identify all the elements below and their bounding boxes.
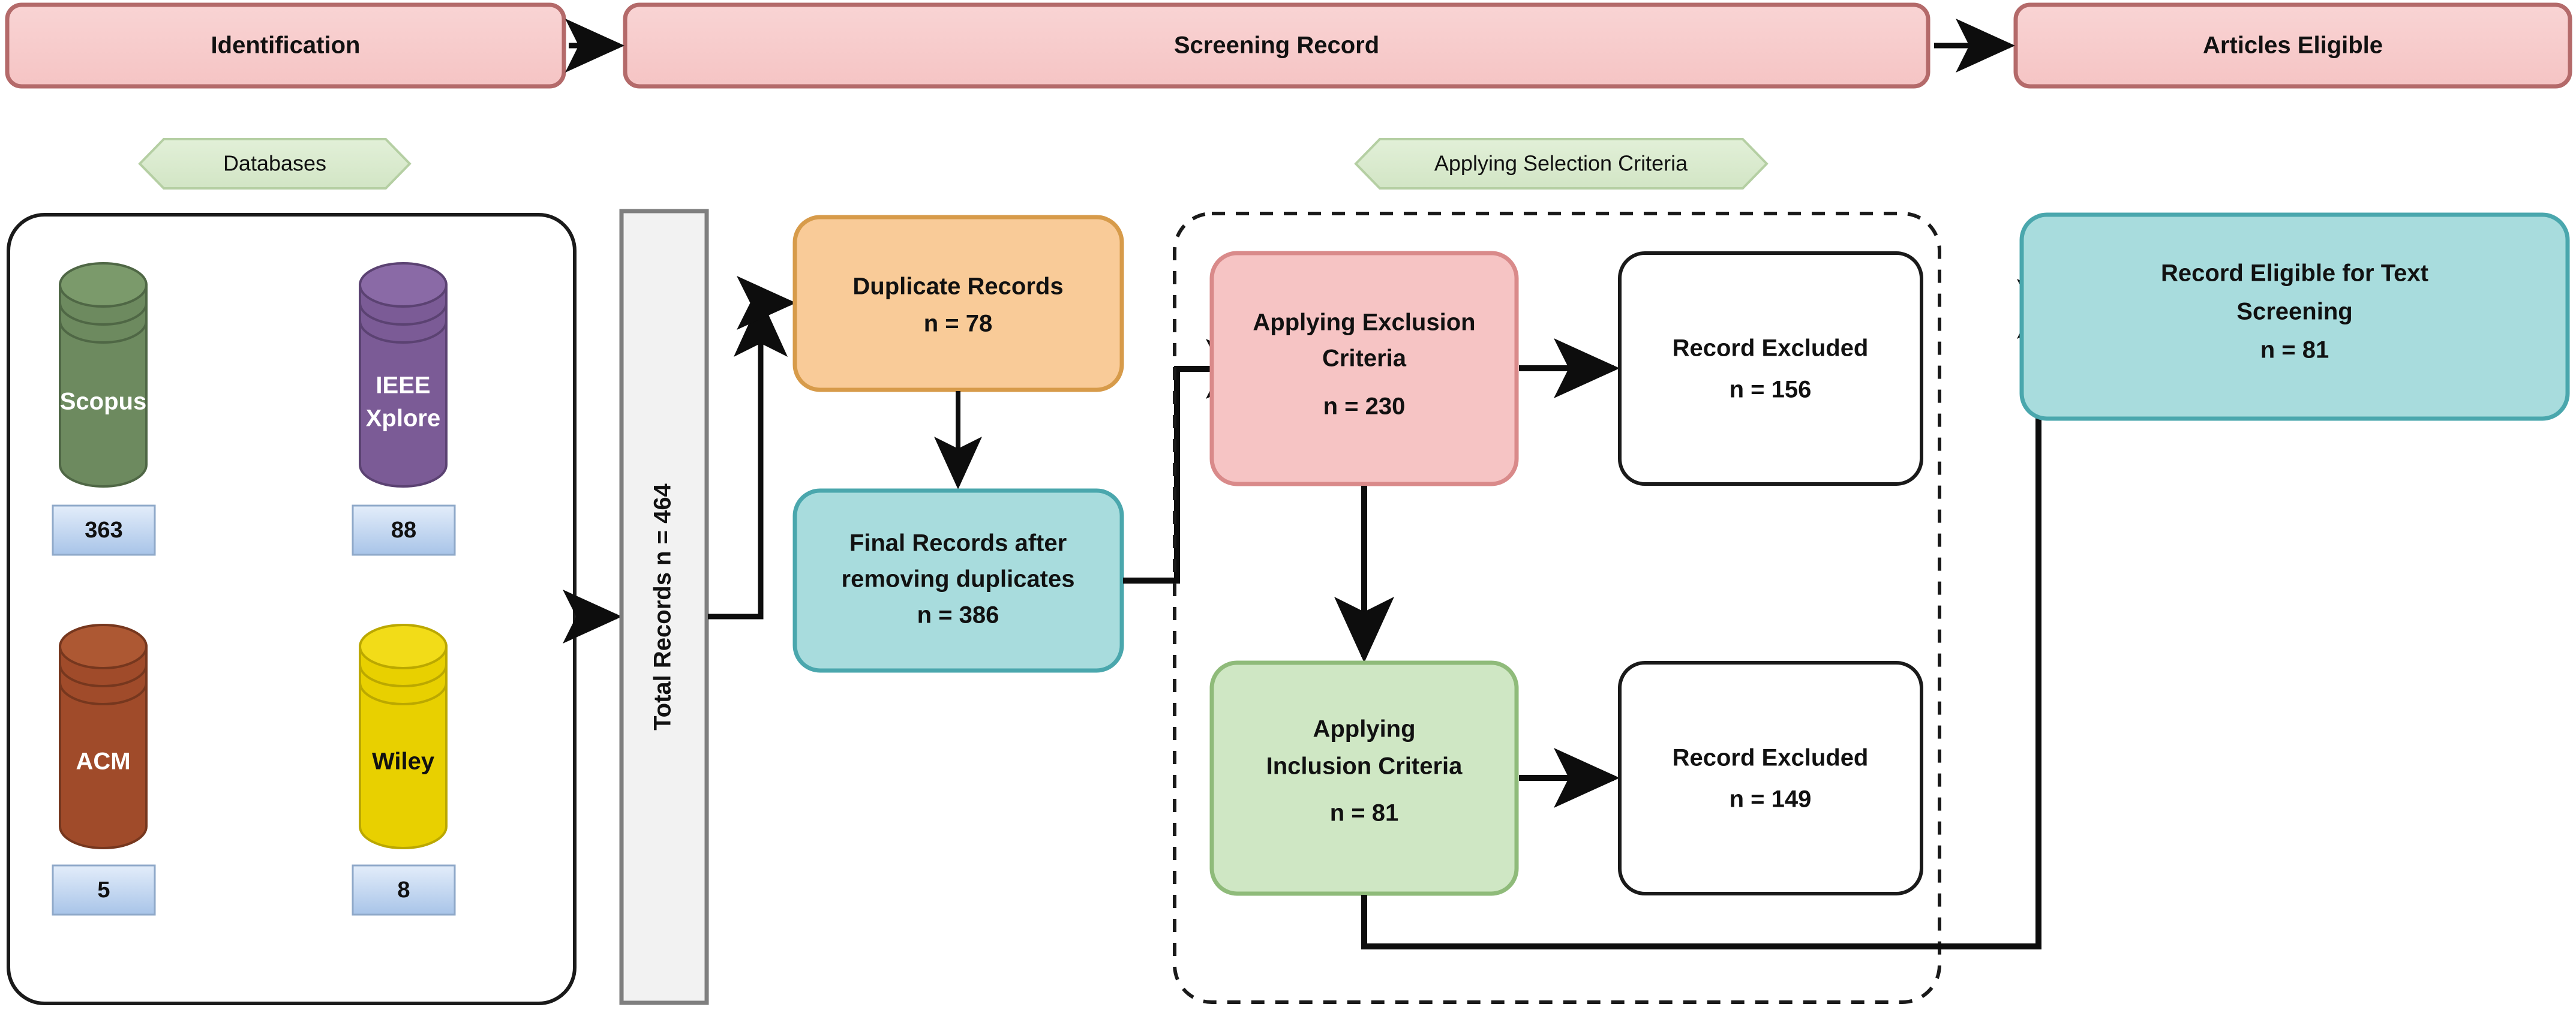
banner-screening-record-label: Screening Record <box>1174 32 1379 59</box>
total-records-bar-label: Total Records n = 464 <box>650 483 676 730</box>
node-record-eligible-line3: n = 81 <box>2260 337 2329 363</box>
database-cylinder-acm[interactable]: ACM <box>59 624 148 849</box>
node-final-records-line3: n = 386 <box>917 602 999 629</box>
database-cylinder-ieee-xplore-label-line1: IEEE <box>376 372 430 399</box>
node-record-eligible[interactable]: Record Eligible for Text Screening n = 8… <box>2019 212 2570 421</box>
database-cylinder-scopus-label: Scopus <box>60 389 146 415</box>
node-applying-exclusion-criteria-line3: n = 230 <box>1323 393 1406 420</box>
database-cylinder-ieee-xplore-label-line2: Xplore <box>366 405 440 432</box>
node-applying-inclusion-criteria-line2: Inclusion Criteria <box>1266 753 1463 780</box>
database-count-scopus-value: 363 <box>85 518 122 543</box>
node-record-eligible-line1: Record Eligible for Text <box>2161 260 2428 287</box>
node-record-excluded-2-line1: Record Excluded <box>1673 745 1869 771</box>
node-applying-inclusion-criteria[interactable]: Applying Inclusion Criteria n = 81 <box>1209 660 1519 896</box>
database-cylinder-ieee-xplore[interactable]: IEEE Xplore <box>359 262 448 488</box>
hexagon-applying-selection-criteria-label: Applying Selection Criteria <box>1434 151 1688 176</box>
hexagon-databases[interactable]: Databases <box>138 138 412 190</box>
database-cylinder-acm-label: ACM <box>76 749 130 775</box>
banner-screening-record[interactable]: Screening Record <box>623 2 1931 89</box>
database-cylinder-scopus[interactable]: Scopus <box>59 262 148 488</box>
database-count-wiley-value: 8 <box>397 877 410 903</box>
connector-inclusion-to-eligible <box>1361 309 2041 949</box>
database-cylinder-wiley[interactable]: Wiley <box>359 624 448 849</box>
node-duplicate-records[interactable]: Duplicate Records n = 78 <box>792 215 1124 392</box>
node-record-excluded-1[interactable]: Record Excluded n = 156 <box>1618 251 1923 486</box>
node-applying-inclusion-criteria-line3: n = 81 <box>1330 800 1399 826</box>
node-duplicate-records-line1: Duplicate Records <box>852 273 1063 300</box>
node-record-eligible-line2: Screening <box>2236 299 2352 325</box>
database-count-acm-value: 5 <box>97 877 110 903</box>
banner-articles-eligible[interactable]: Articles Eligible <box>2013 2 2572 89</box>
node-applying-exclusion-criteria[interactable]: Applying Exclusion Criteria n = 230 <box>1209 251 1519 486</box>
node-applying-exclusion-criteria-line2: Criteria <box>1322 345 1407 372</box>
node-final-records-line1: Final Records after <box>849 530 1067 557</box>
database-count-acm: 5 <box>52 864 156 916</box>
database-count-scopus: 363 <box>52 504 156 556</box>
database-count-ieee-xplore: 88 <box>352 504 456 556</box>
arrow-total-to-duplicate <box>708 297 788 620</box>
hexagon-databases-label: Databases <box>223 151 326 176</box>
database-count-wiley: 8 <box>352 864 456 916</box>
node-record-excluded-2[interactable]: Record Excluded n = 149 <box>1618 661 1923 895</box>
node-final-records-line2: removing duplicates <box>842 566 1075 593</box>
node-applying-inclusion-criteria-line1: Applying <box>1313 716 1415 743</box>
total-records-bar[interactable]: Total Records n = 464 <box>619 209 709 1005</box>
node-record-excluded-1-line2: n = 156 <box>1730 377 1812 403</box>
hexagon-applying-selection-criteria[interactable]: Applying Selection Criteria <box>1354 138 1769 190</box>
database-cylinder-wiley-label: Wiley <box>372 749 435 775</box>
node-record-excluded-2-line2: n = 149 <box>1730 786 1812 813</box>
node-duplicate-records-line2: n = 78 <box>924 311 993 337</box>
connector-total-records-branch <box>708 276 796 620</box>
banner-identification[interactable]: Identification <box>5 2 566 89</box>
banner-articles-eligible-label: Articles Eligible <box>2203 32 2383 59</box>
selection-criteria-region <box>1173 212 1941 1004</box>
node-applying-exclusion-criteria-line1: Applying Exclusion <box>1253 309 1475 336</box>
node-final-records[interactable]: Final Records after removing duplicates … <box>792 488 1124 673</box>
node-record-excluded-1-line1: Record Excluded <box>1673 335 1869 362</box>
database-count-ieee-xplore-value: 88 <box>391 518 416 543</box>
banner-identification-label: Identification <box>211 32 361 59</box>
